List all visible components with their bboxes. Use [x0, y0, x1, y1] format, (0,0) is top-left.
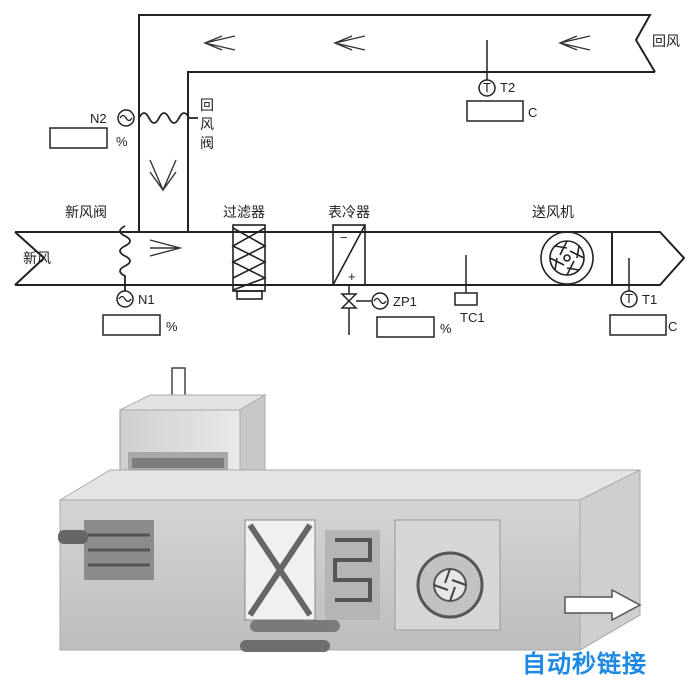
fan-icon: [540, 231, 594, 285]
fresh-damper-coil: [119, 225, 131, 296]
duct-outline: [14, 14, 686, 286]
cooler-valve-icon: [340, 285, 371, 335]
n2-percent: %: [116, 134, 128, 149]
cooler-label: 表冷器: [328, 205, 370, 221]
tc1-readout-box: [454, 292, 478, 306]
return-flow-arrows: [149, 35, 591, 257]
n2-label: N2: [90, 111, 107, 126]
zp1-label: ZP1: [393, 294, 417, 309]
t2-unit: C: [528, 105, 537, 120]
cooler-plus: +: [348, 269, 356, 284]
return-damper-coil: [138, 112, 198, 124]
n1-label: N1: [138, 292, 155, 307]
watermark-logo: 自动秒链接: [522, 650, 647, 678]
outlet-arrow-icon: [564, 588, 642, 622]
t2-sensor-icon: [478, 79, 496, 97]
return-damper-label-2: 风: [200, 117, 214, 133]
tc1-label: TC1: [460, 310, 485, 325]
t1-readout-box: [609, 314, 667, 336]
ahu-3d-illustration: [58, 367, 642, 652]
t1-sensor-icon: [620, 290, 638, 308]
n1-readout-box: [102, 314, 161, 336]
t1-label: T1: [642, 292, 657, 307]
fan-label: 送风机: [532, 205, 574, 221]
t2-label: T2: [500, 80, 515, 95]
fresh-air-damper-label: 新风阀: [65, 205, 107, 221]
return-damper-label-1: 回: [200, 98, 214, 114]
n2-readout-box: [49, 127, 108, 149]
cooler-minus: −: [340, 230, 348, 245]
t1-unit: C: [668, 319, 677, 334]
n1-percent: %: [166, 319, 178, 334]
zp1-readout-box: [376, 316, 435, 338]
return-damper-label-3: 阀: [200, 136, 214, 152]
return-air-label: 回风: [652, 34, 680, 50]
filter-label: 过滤器: [223, 205, 265, 221]
t2-readout-box: [466, 100, 524, 122]
t2-glyph: T: [483, 80, 491, 95]
fresh-air-label: 新风: [23, 251, 51, 267]
filter-icon: [231, 224, 267, 300]
t1-glyph: T: [625, 291, 633, 306]
zp1-percent: %: [440, 321, 452, 336]
